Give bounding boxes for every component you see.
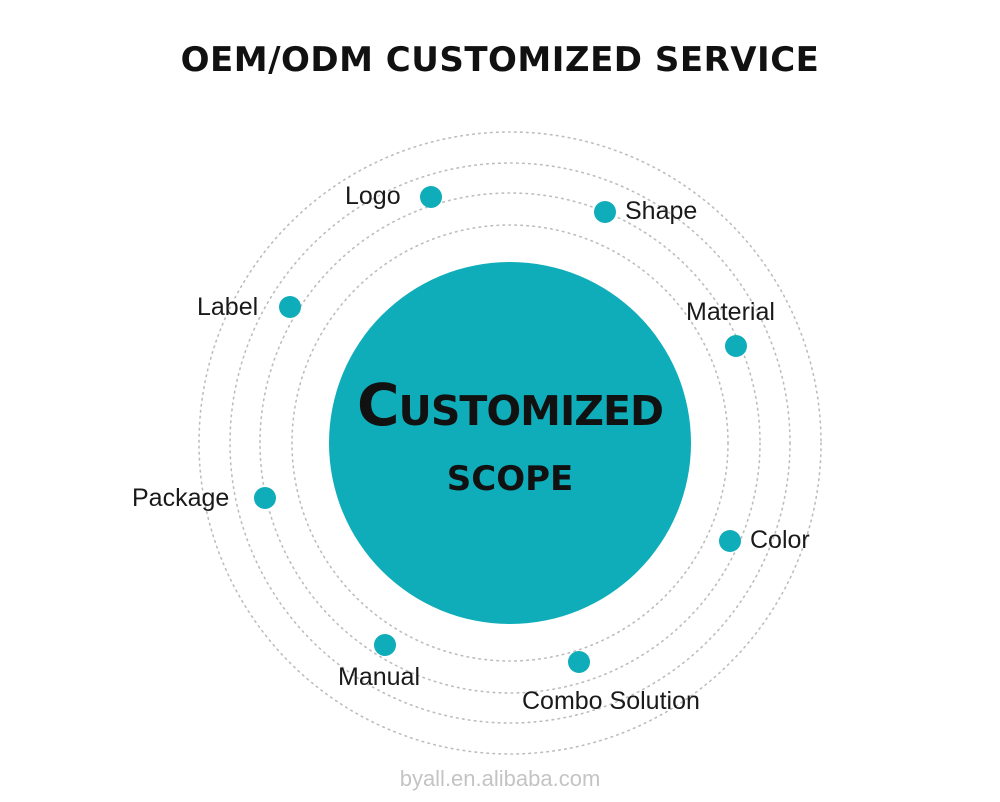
center-label-line2: scope — [446, 446, 574, 502]
item-dot-manual — [374, 634, 396, 656]
item-dot-label — [279, 296, 301, 318]
item-dot-package — [254, 487, 276, 509]
watermark: byall.en.alibaba.com — [399, 766, 601, 791]
orbit-ring-2 — [259, 192, 761, 694]
item-label-shape: Shape — [625, 197, 698, 225]
center-circle — [329, 262, 691, 624]
orbit-ring-3 — [229, 162, 791, 724]
orbit-ring-1 — [291, 224, 729, 662]
item-dot-combo-solution — [568, 651, 590, 673]
item-label-manual: Manual — [338, 663, 420, 691]
item-label-color: Color — [750, 526, 810, 554]
item-label-combo-solution: Combo Solution — [522, 687, 700, 715]
item-dot-shape — [594, 201, 616, 223]
center-label: Customized scope — [329, 376, 691, 498]
item-label-material: Material — [686, 298, 775, 326]
item-label-package: Package — [132, 484, 230, 512]
item-label-logo: Logo — [345, 182, 401, 210]
center-label-line1: Customized — [356, 371, 664, 439]
item-dot-color — [719, 530, 741, 552]
item-dot-material — [725, 335, 747, 357]
page-title: OEM/ODM CUSTOMIZED SERVICE — [180, 40, 820, 80]
orbit-ring-4 — [198, 131, 822, 755]
item-label-label: Label — [197, 293, 259, 321]
item-dot-logo — [420, 186, 442, 208]
